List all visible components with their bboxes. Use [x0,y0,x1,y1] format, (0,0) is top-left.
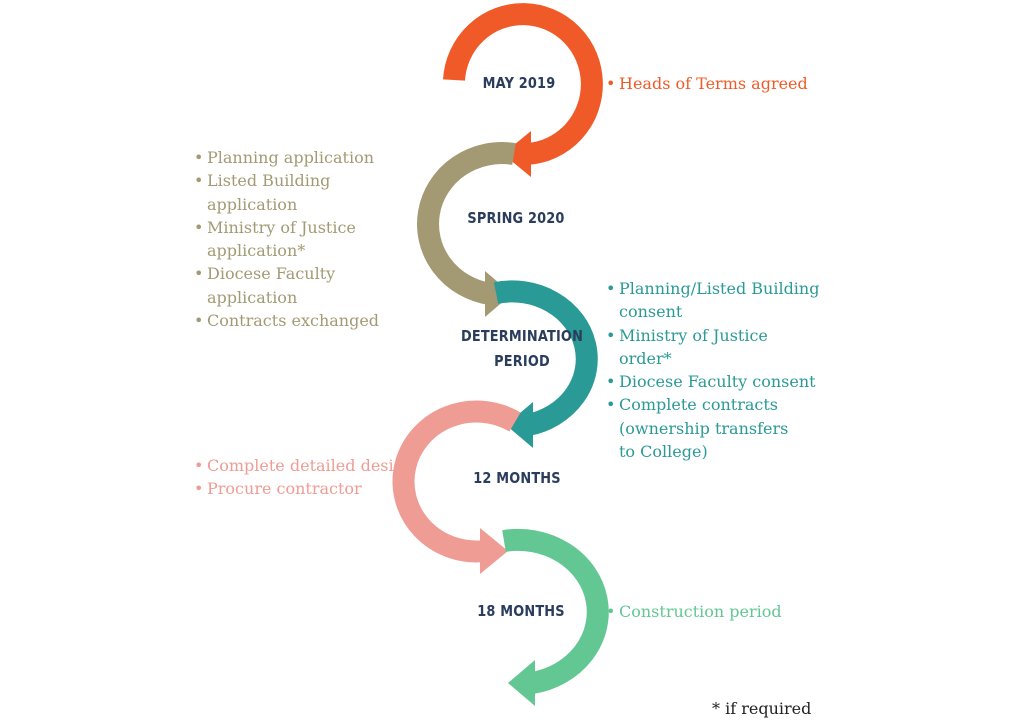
note-item: Planning/Listed Building consent [606,277,821,324]
note-item: Complete detailed design [194,454,419,478]
arc-18-months [502,528,609,694]
notes-18-months: Construction period [606,600,826,624]
note-item: Listed Building application [194,169,419,216]
notes-may-2019: Heads of Terms agreed [606,72,856,96]
footnote: * if required [712,699,812,718]
note-item: Planning application [194,146,419,170]
note-item: Ministry of Justice order* [606,324,821,371]
notes-spring-2020: Planning application Listed Building app… [194,146,419,333]
notes-determination-period: Planning/Listed Building consent Ministr… [606,277,821,463]
stage-label-12-months: 12 MONTHS [473,469,561,487]
notes-12-months: Complete detailed design Procure contrac… [194,454,419,501]
note-item: Complete contracts (ownership transfers … [606,393,809,463]
stage-label-18-months: 18 MONTHS [477,602,565,620]
note-item: Heads of Terms agreed [606,72,856,96]
stage-label-determination-period: DETERMINATION PERIOD [453,324,591,374]
note-item: Diocese Faculty consent [606,370,821,394]
note-item: Construction period [606,600,826,624]
arc-determination-period [493,280,598,436]
arrowhead-determination-period [506,402,533,448]
arrowhead-18-months [508,660,535,706]
arrowhead-may-2019 [503,131,531,177]
stage-label-spring-2020: SPRING 2020 [467,209,565,227]
arc-may-2019 [443,3,603,165]
stage-label-determination-line2: PERIOD [494,352,550,370]
arrowhead-12-months [480,528,508,574]
note-item: Diocese Faculty application [194,262,419,309]
stage-label-may-2019: MAY 2019 [482,74,556,92]
note-item: Contracts exchanged [194,309,419,333]
arc-spring-2020 [417,142,516,305]
note-item: Ministry of Justice application* [194,216,357,263]
stage-label-determination-line1: DETERMINATION [460,327,584,345]
note-item: Procure contractor [194,477,419,501]
